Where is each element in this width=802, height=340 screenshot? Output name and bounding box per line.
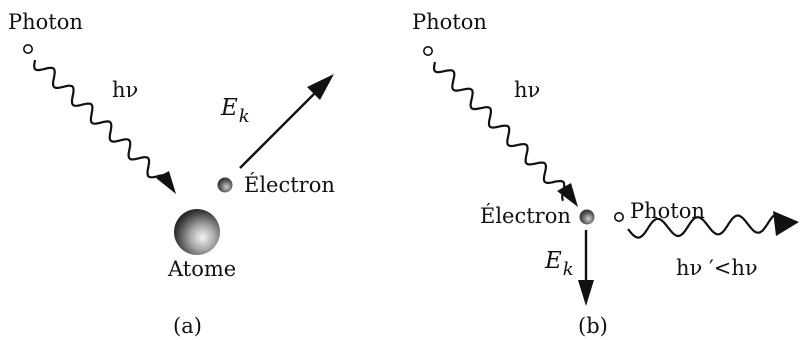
panel-a: Photon hν Ek Électron Atome (a) xyxy=(8,10,335,338)
photon-label-a: Photon xyxy=(8,10,83,34)
photon-out-wave-b xyxy=(627,213,777,239)
photon-out-arrowhead-b xyxy=(773,211,799,236)
panel-b: Photon hν Électron Ek Photon hν ′<hν (b) xyxy=(412,10,799,338)
energy-label-a: hν xyxy=(112,78,138,102)
photon-out-dot-b xyxy=(613,212,624,223)
photon-in-dot-b xyxy=(422,45,433,56)
atom-label: Atome xyxy=(167,257,236,281)
caption-b: (b) xyxy=(578,314,608,338)
photon-wave-a xyxy=(33,59,170,183)
ek-label-a: Ek xyxy=(220,95,250,127)
photon-dot-a xyxy=(22,43,33,54)
photon-in-label-b: Photon xyxy=(412,10,487,34)
electron-label-a: Électron xyxy=(244,173,335,197)
electron-trajectory-a xyxy=(239,91,317,169)
atom xyxy=(174,209,220,255)
wave-arrowhead-a xyxy=(156,171,176,194)
electron-b xyxy=(579,209,595,225)
electron-label-b: Électron xyxy=(480,204,571,228)
scattered-energy-label: hν ′<hν xyxy=(676,256,758,280)
electron-arrowhead-b xyxy=(578,280,594,306)
wave-arrowhead-b xyxy=(557,183,578,207)
energy-label-b: hν xyxy=(514,78,540,102)
electron-a xyxy=(217,177,233,193)
ek-label-b: Ek xyxy=(544,248,574,280)
electron-arrowhead-a xyxy=(307,74,334,100)
photon-in-wave-b xyxy=(432,61,566,202)
caption-a: (a) xyxy=(173,314,202,338)
